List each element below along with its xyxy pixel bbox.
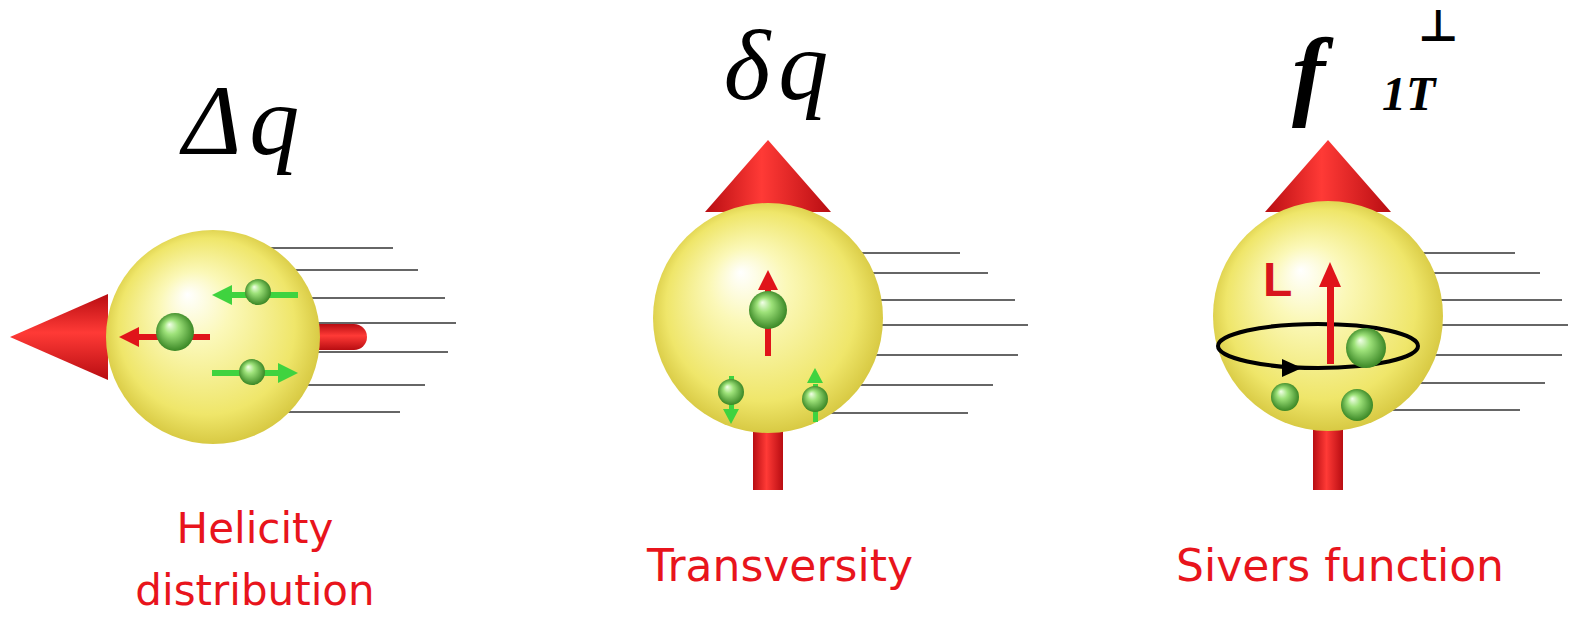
caption-label: Transversity	[647, 538, 913, 594]
sivers-group: f ⊥ 1T Sivers function	[1150, 0, 1550, 625]
caption-label: Sivers function	[1176, 538, 1504, 594]
subscript: 1T	[1382, 70, 1435, 118]
symbol-title: Δq	[183, 71, 308, 171]
orbital-motion	[1218, 262, 1418, 421]
quark-spins	[718, 270, 828, 424]
transversity-group: δqTransversity	[600, 5, 970, 625]
proton-sphere	[653, 203, 883, 433]
quark-spins	[119, 279, 298, 385]
symbol-title: δq	[724, 16, 836, 116]
caption-label: Helicity distribution	[105, 498, 405, 622]
proton-sphere	[106, 230, 320, 444]
proton-sphere	[1213, 201, 1443, 431]
helicity-group: ΔqHelicity distribution	[40, 10, 480, 625]
symbol-title: f	[1292, 24, 1325, 124]
superscript: ⊥	[1418, 4, 1458, 48]
orbital-label: L	[1263, 256, 1292, 304]
